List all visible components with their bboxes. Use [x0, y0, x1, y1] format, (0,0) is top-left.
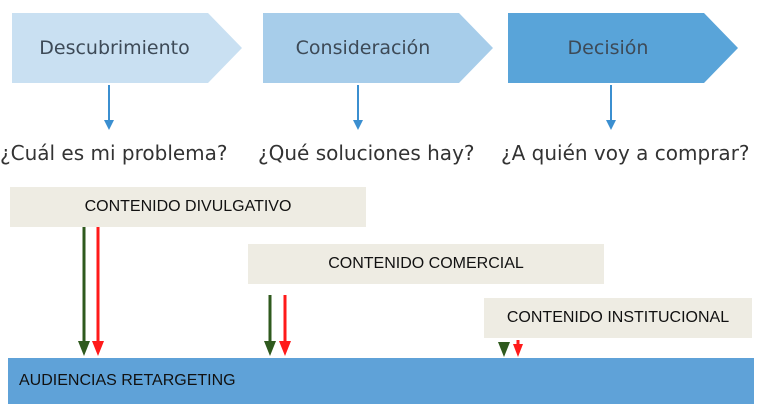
audience-retargeting-label: AUDIENCIAS RETARGETING [19, 372, 236, 389]
stage-label-decision: Decisión [567, 37, 649, 59]
red-arrowhead-divulgativo [92, 341, 104, 356]
stage-descubrimiento: Descubrimiento [12, 13, 244, 83]
stage-chevron-shape [12, 13, 242, 83]
red-arrowhead-institucional [513, 344, 523, 357]
content-comercial-box: CONTENIDO COMERCIAL [248, 244, 604, 284]
red-arrowhead-comercial [279, 341, 291, 356]
question-descubrimiento: ¿Cuál es mi problema? [0, 141, 228, 165]
stage-chevron-shape [508, 13, 738, 83]
content-divulgativo-box: CONTENIDO DIVULGATIVO [10, 187, 366, 227]
stage-arrowhead-decision [606, 120, 616, 130]
audience-retargeting-bar: AUDIENCIAS RETARGETING [8, 358, 754, 404]
green-arrowhead-divulgativo [78, 341, 90, 356]
stage-chevron-shape [263, 13, 493, 83]
content-institucional-box: CONTENIDO INSTITUCIONAL [484, 298, 752, 338]
stage-arrowhead-consideracion [353, 120, 363, 130]
question-consideracion: ¿Qué soluciones hay? [258, 141, 475, 165]
content-comercial-label: CONTENIDO COMERCIAL [328, 255, 524, 272]
stage-consideracion: Consideración [263, 13, 495, 83]
content-divulgativo-label: CONTENIDO DIVULGATIVO [84, 198, 292, 215]
green-arrowhead-institucional [498, 342, 510, 357]
question-decision: ¿A quién voy a comprar? [501, 141, 750, 165]
stage-label-consideracion: Consideración [295, 37, 431, 59]
comercial-arrows [264, 295, 291, 356]
stage-question-arrows [104, 85, 616, 130]
stage-decision: Decisión [508, 13, 740, 83]
institucional-arrows [498, 340, 523, 357]
stage-label-descubrimiento: Descubrimiento [39, 37, 190, 59]
green-arrowhead-comercial [264, 341, 276, 356]
stage-arrowhead-descubrimiento [104, 120, 114, 130]
divulgativo-arrows [78, 227, 104, 356]
content-institucional-label: CONTENIDO INSTITUCIONAL [506, 309, 730, 326]
